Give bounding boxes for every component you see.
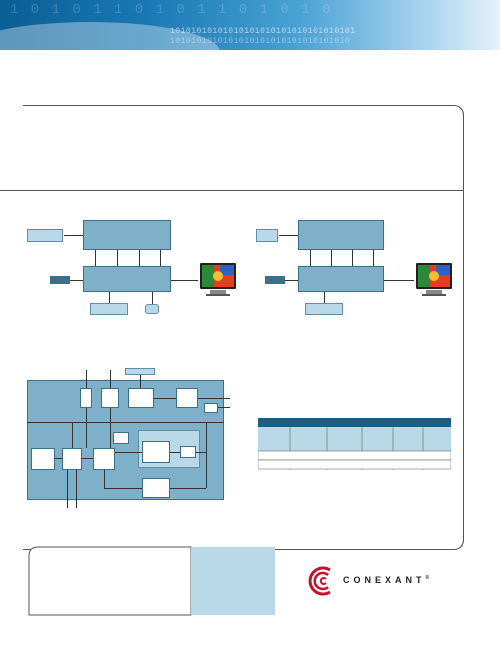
- tv-screen-icon: [416, 263, 452, 296]
- inner-block: [180, 446, 196, 458]
- memory-block: [90, 303, 128, 315]
- inner-block: [142, 478, 170, 498]
- inner-block: [128, 388, 154, 408]
- storage-block: [145, 304, 159, 314]
- tv-screen-icon: [200, 263, 236, 296]
- processor-block: [83, 220, 171, 250]
- top-label-block: [125, 368, 155, 375]
- header-binary-background: 1 0 1 0 1 1 0 1 0 1 1 0 1 0 1 0: [10, 2, 333, 18]
- lower-info-box: [28, 546, 275, 616]
- input-block: [256, 229, 278, 242]
- inner-block: [142, 441, 170, 463]
- decoder-block: [298, 266, 384, 292]
- table-title-bar: [258, 418, 451, 427]
- conexant-swirl-icon: [308, 566, 331, 596]
- inner-block: [80, 388, 92, 408]
- source-block: [50, 276, 70, 284]
- header-binary-line: 1010101010101010101010101010101010: [170, 37, 351, 46]
- source-block: [265, 276, 285, 284]
- output-block: [204, 403, 218, 413]
- info-panel: [191, 547, 275, 615]
- input-block: [27, 229, 63, 242]
- conexant-logo-text: CONEXANT®: [343, 575, 430, 585]
- table-row: [258, 459, 451, 470]
- header-binary-line: 10101010101010101010101010101010101: [170, 27, 356, 36]
- inner-block: [113, 432, 129, 444]
- inner-block: [101, 388, 119, 408]
- inner-block: [31, 448, 55, 470]
- decoder-block: [83, 266, 171, 292]
- spec-table: [258, 418, 451, 470]
- section-divider: [0, 190, 464, 191]
- inner-block: [93, 448, 115, 470]
- table-row: [258, 450, 451, 461]
- header-band: 1 0 1 0 1 1 0 1 0 1 1 0 1 0 1 0 10101010…: [0, 0, 500, 50]
- inner-block: [176, 388, 198, 408]
- memory-block: [305, 303, 343, 315]
- processor-block: [298, 220, 384, 250]
- inner-block: [62, 448, 82, 470]
- table-header-row: [258, 427, 451, 451]
